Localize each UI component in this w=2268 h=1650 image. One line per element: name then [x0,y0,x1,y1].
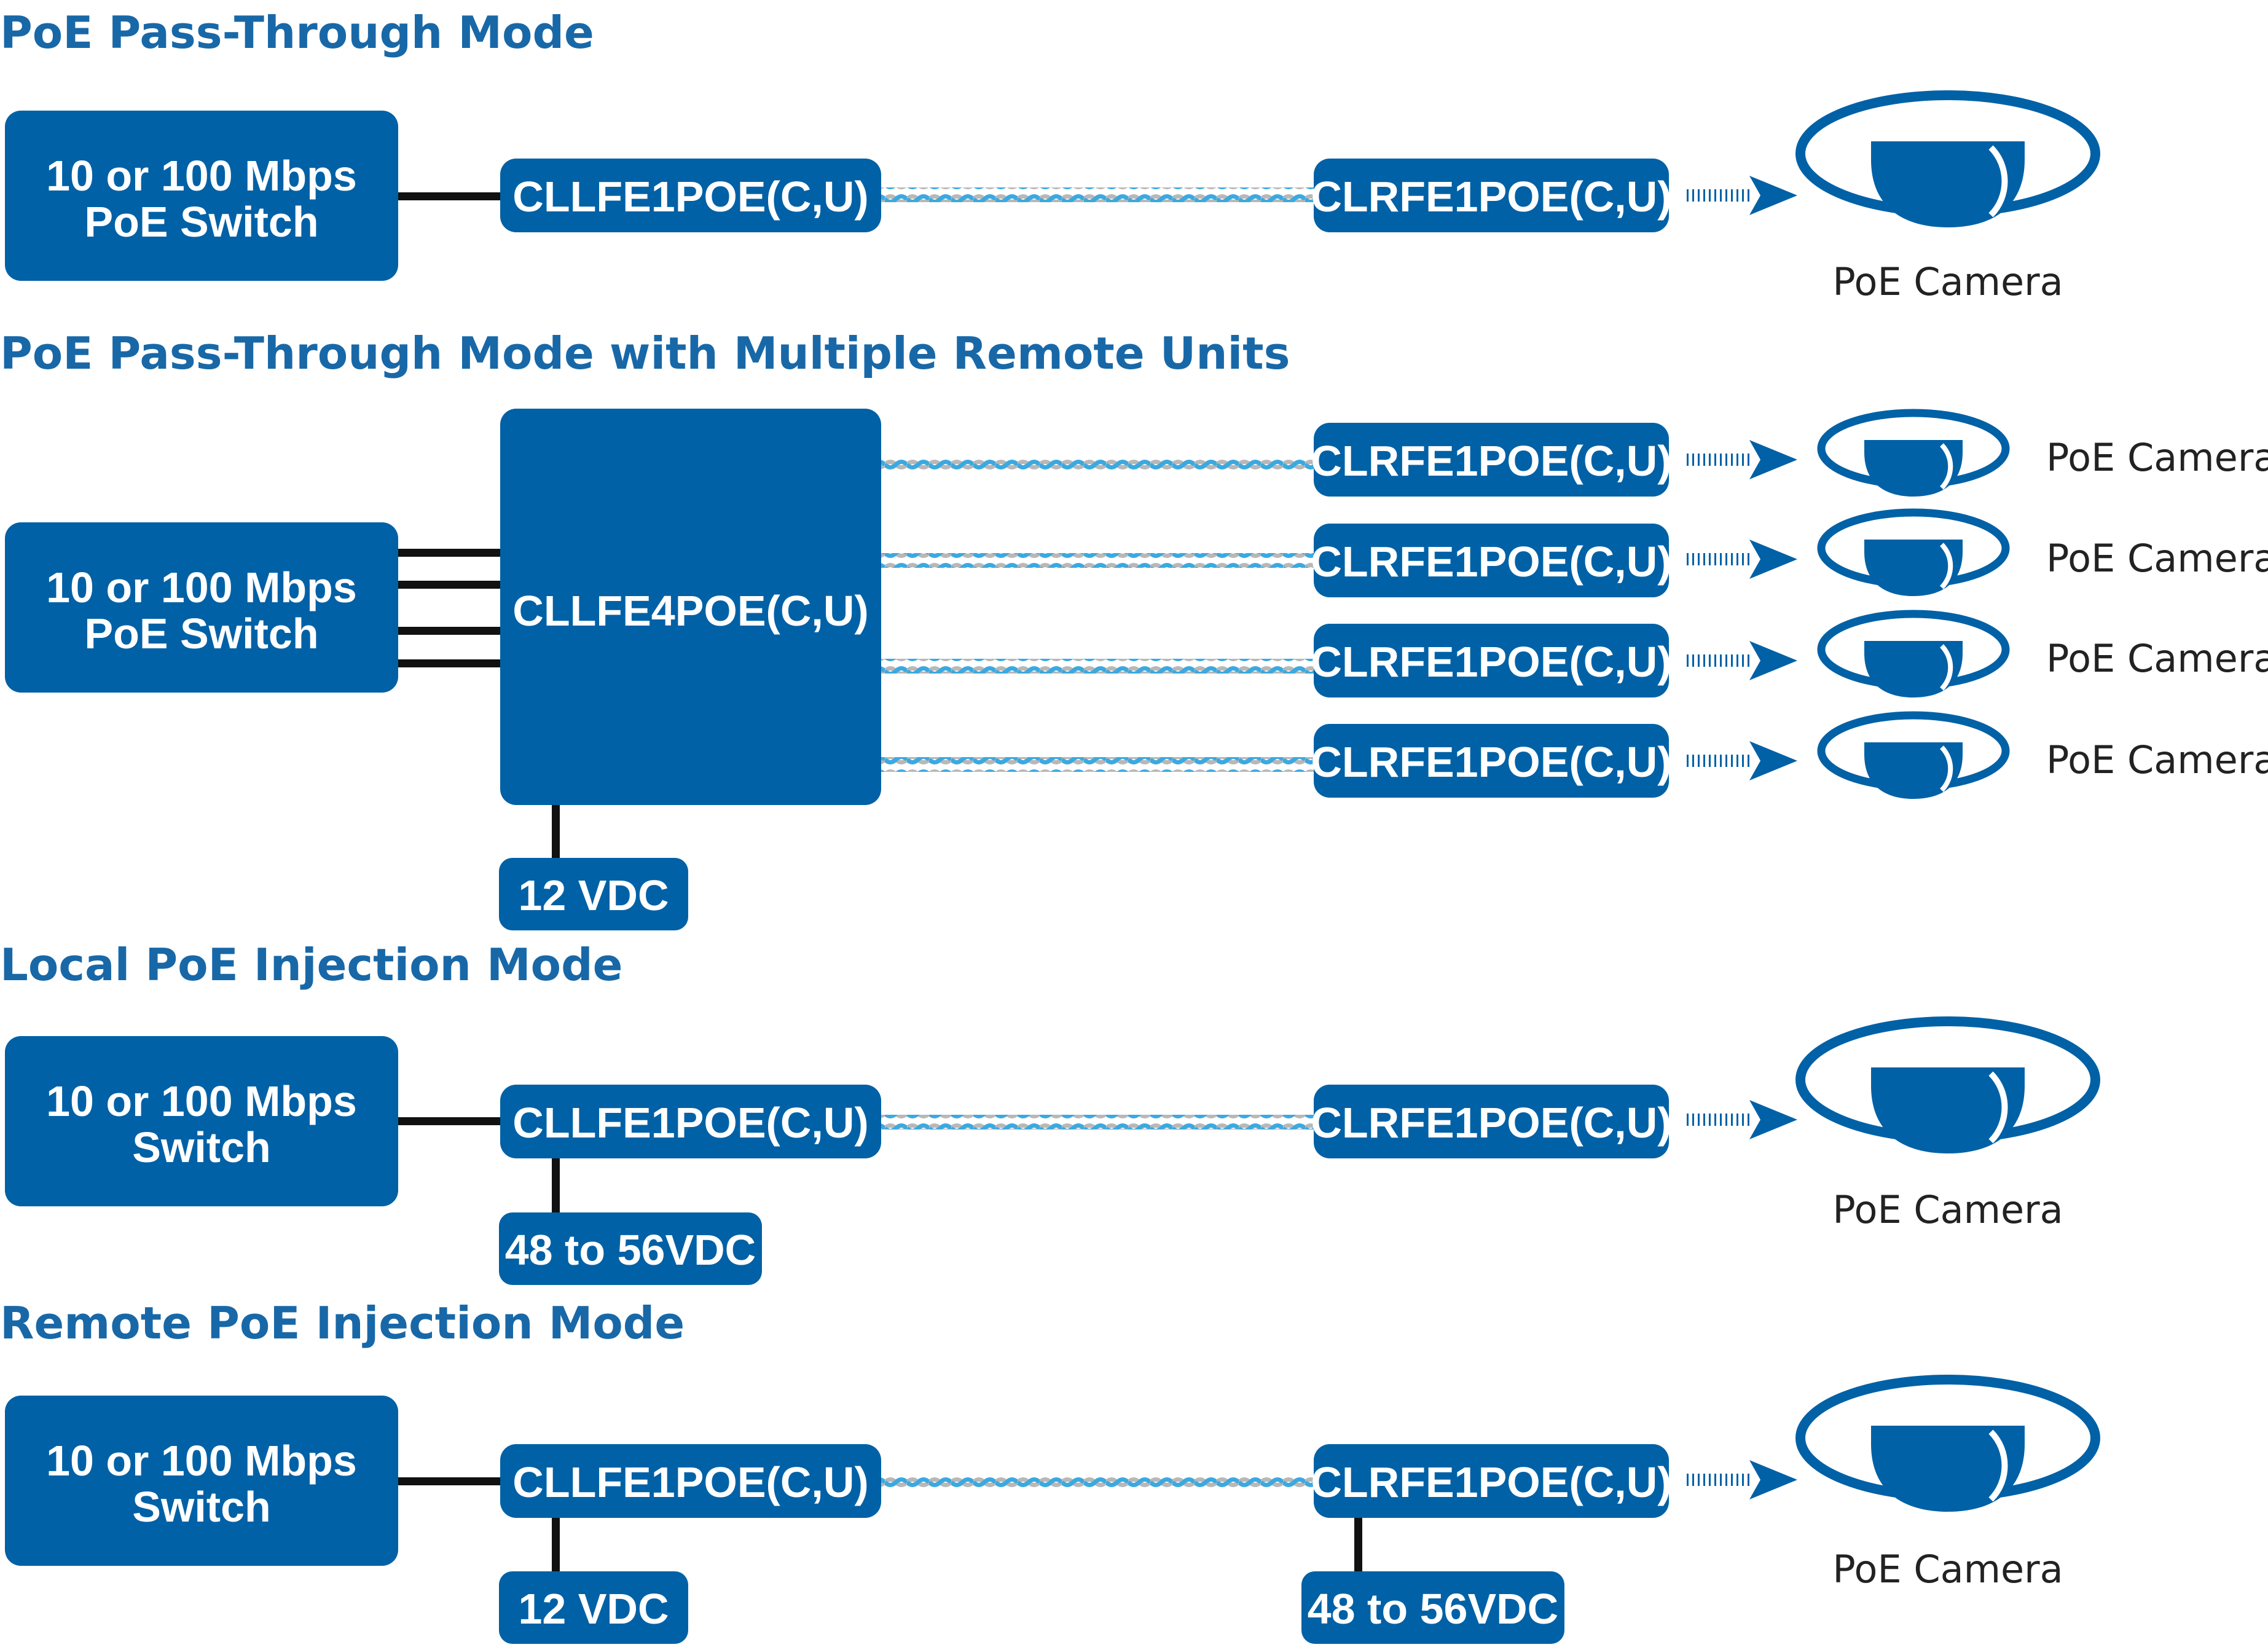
poe-switch-box [5,111,398,281]
section-title: Remote PoE Injection Mode [0,1297,685,1349]
switch-label-line1: 10 or 100 Mbps [46,1077,357,1125]
local-unit-label: CLLFE1POE(C,U) [512,173,868,221]
local-unit-box [500,159,881,232]
power-supply-box [499,1571,688,1644]
dome-camera-icon [1800,1021,2095,1153]
remote-unit-box [1314,624,1669,697]
switch-box [5,1396,398,1566]
remote-power-label: 48 to 56VDC [1308,1585,1558,1633]
switch-label-line2: Switch [132,1123,271,1171]
remote-unit-label: CLRFE1POE(C,U) [1311,1099,1671,1147]
switch-label-line2: PoE Switch [84,610,318,658]
camera-label: PoE Camera [2046,636,2268,681]
ethernet-wire [398,1117,500,1125]
remote-unit-box [1314,1444,1669,1518]
power-wire [552,1158,560,1214]
camera-label: PoE Camera [2046,737,2268,782]
remote-unit-label: CLRFE1POE(C,U) [1311,437,1671,485]
ethernet-wire [398,192,500,200]
switch-label-line1: 10 or 100 Mbps [46,1437,357,1485]
twisted-pair-cable [881,757,1314,772]
dome-camera-icon [1800,95,2095,227]
switch-label-line2: PoE Switch [84,198,318,246]
local-unit-label: CLLFE1POE(C,U) [512,1458,868,1506]
remote-unit-box [1314,1085,1669,1158]
remote-unit-box [1314,724,1669,798]
section-title: Local PoE Injection Mode [0,939,622,991]
dashed-arrow-icon [1687,540,1797,579]
dome-camera-icon [1821,715,2006,799]
camera-label: PoE Camera [2046,435,2268,480]
section-poe-pass-through: PoE Pass-Through Mode 10 or 100 Mbps PoE… [0,7,2095,304]
remote-unit-box [1314,159,1669,232]
power-supply-box [499,858,688,930]
local-unit-label: CLLFE4POE(C,U) [512,587,868,635]
remote-unit-label: CLRFE1POE(C,U) [1311,738,1671,786]
camera-label: PoE Camera [2046,536,2268,581]
ethernet-wires [398,549,500,667]
section-multiple-remote-units: PoE Pass-Through Mode with Multiple Remo… [0,328,2268,930]
power-wire [552,805,560,860]
switch-label-line1: 10 or 100 Mbps [46,564,357,611]
dome-camera-icon [1821,513,2006,596]
dashed-arrow-icon [1687,641,1797,680]
dashed-arrow-icon [1687,440,1797,479]
ethernet-wire [398,1477,500,1485]
remote-unit-label: CLRFE1POE(C,U) [1311,538,1671,586]
power-wire [552,1518,560,1573]
remote-unit-box [1314,524,1669,597]
local-quad-unit-box [500,409,881,805]
switch-label-line2: Switch [132,1483,271,1531]
section-local-poe-injection: Local PoE Injection Mode 10 or 100 Mbps … [0,939,2095,1285]
camera-label: PoE Camera [1832,1187,2063,1232]
remote-unit-label: CLRFE1POE(C,U) [1311,638,1671,686]
dashed-arrow-icon [1687,1100,1797,1139]
remote-power-wire [1354,1518,1362,1573]
twisted-pair-cable [881,553,1314,568]
section-remote-poe-injection: Remote PoE Injection Mode 10 or 100 Mbps… [0,1297,2095,1644]
remote-power-supply-box [1301,1571,1564,1644]
poe-switch-box [5,522,398,693]
switch-box [5,1036,398,1206]
twisted-pair-cable [881,659,1314,674]
twisted-pair-cable [881,1115,1314,1129]
dashed-arrow-icon [1687,176,1797,215]
dashed-arrow-icon [1687,741,1797,780]
remote-unit-label: CLRFE1POE(C,U) [1311,173,1671,221]
local-unit-label: CLLFE1POE(C,U) [512,1099,868,1147]
section-title: PoE Pass-Through Mode [0,7,594,58]
twisted-pair-cable [881,1474,1314,1488]
power-label: 12 VDC [518,871,669,919]
power-supply-box [499,1212,762,1285]
remote-unit-label: CLRFE1POE(C,U) [1311,1458,1671,1506]
local-unit-box [500,1444,881,1518]
twisted-pair-cable [881,187,1314,202]
remote-unit-box [1314,423,1669,497]
dashed-arrow-icon [1687,1460,1797,1499]
section-title: PoE Pass-Through Mode with Multiple Remo… [0,328,1290,379]
twisted-pair-cable [881,457,1314,472]
dome-camera-icon [1821,614,2006,697]
camera-label: PoE Camera [1832,1547,2063,1592]
dome-camera-icon [1821,413,2006,497]
dome-camera-icon [1800,1380,2095,1512]
power-label: 48 to 56VDC [505,1226,756,1274]
camera-label: PoE Camera [1832,259,2063,304]
local-power-label: 12 VDC [518,1585,669,1633]
local-unit-box [500,1085,881,1158]
switch-label-line1: 10 or 100 Mbps [46,152,357,200]
